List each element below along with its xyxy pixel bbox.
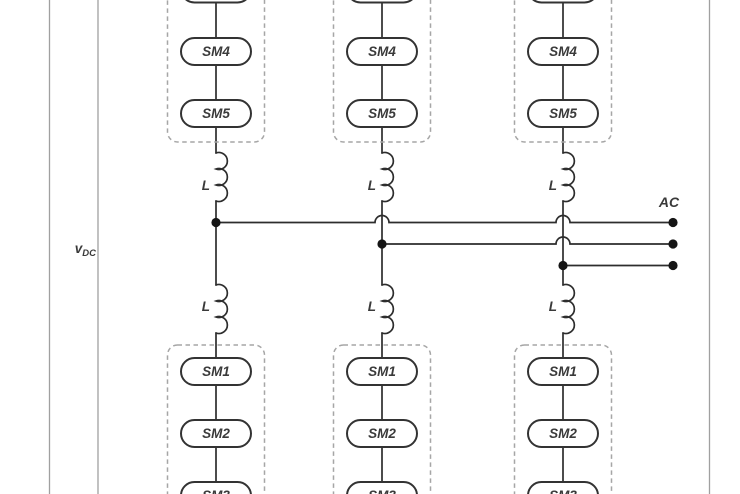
- submodule-pill-sm1: [180, 357, 252, 386]
- submodule-pill-sm5: [527, 99, 599, 128]
- inductor-label-lower: L: [202, 299, 210, 314]
- submodule-pill-sm1: [346, 357, 418, 386]
- submodule-group-box-upper: [332, 0, 432, 143]
- ac-phase-line-1: [215, 214, 674, 224]
- submodule-pill-sm2: [527, 419, 599, 448]
- junction-node-leg1: [211, 217, 221, 228]
- submodule-pill-sm2: [180, 419, 252, 448]
- submodule-group-box-lower: [513, 344, 613, 494]
- inductor-label-upper: L: [368, 178, 376, 193]
- submodule-label-sm3: SM3: [549, 488, 577, 494]
- submodule-pill-sm4: [180, 37, 252, 66]
- converter-leg-2: SM4 SM5 SM1 SM2 SM3 L L: [332, 0, 432, 494]
- submodule-label-sm5: SM5: [368, 106, 396, 121]
- submodule-pill-sm5: [180, 99, 252, 128]
- submodule-pill-sm2: [346, 419, 418, 448]
- inductor-coil-upper: [562, 151, 576, 203]
- junction-node-leg2: [377, 239, 387, 249]
- submodule-group-box-upper: [166, 0, 266, 143]
- ac-terminal-node-1: [668, 217, 678, 228]
- dc-voltage-label-base: v: [75, 241, 84, 256]
- submodule-label-sm1: SM1: [202, 364, 230, 379]
- dc-voltage-label-sub: DC: [82, 248, 96, 259]
- inductor-label-lower: L: [549, 299, 557, 314]
- submodule-label-sm5: SM5: [202, 106, 230, 121]
- inductor-coil-lower: [562, 283, 576, 335]
- ac-terminal-node-2: [668, 239, 678, 249]
- submodule-label-sm4: SM4: [549, 44, 577, 59]
- ac-phase-line-2: [381, 236, 674, 245]
- converter-leg-1: SM4 SM5 SM1 SM2 SM3 L L: [166, 0, 266, 494]
- submodule-label-sm1: SM1: [549, 364, 577, 379]
- submodule-pill-sm3: [346, 481, 418, 494]
- submodule-pill-sm3: [180, 481, 252, 494]
- inductor-coil-lower: [381, 283, 395, 335]
- submodule-pill-partial-top: [351, 0, 413, 4]
- ac-terminal-node-3: [668, 260, 678, 271]
- inductor-label-upper: L: [549, 178, 557, 193]
- submodule-label-sm2: SM2: [368, 426, 396, 441]
- submodule-pill-sm3: [527, 481, 599, 494]
- submodule-pill-partial-top: [185, 0, 247, 4]
- inductor-coil-upper: [215, 151, 229, 203]
- converter-leg-3: SM4 SM5 SM1 SM2 SM3 L L: [513, 0, 613, 494]
- dc-voltage-label: vDC: [75, 241, 96, 259]
- submodule-label-sm1: SM1: [368, 364, 396, 379]
- submodule-label-sm2: SM2: [202, 426, 230, 441]
- submodule-label-sm5: SM5: [549, 106, 577, 121]
- ac-output-lines: AC: [211, 194, 680, 271]
- submodule-label-sm2: SM2: [549, 426, 577, 441]
- submodule-label-sm3: SM3: [202, 488, 230, 494]
- ac-label: AC: [658, 194, 680, 210]
- inductor-label-upper: L: [202, 178, 210, 193]
- inductor-label-lower: L: [368, 299, 376, 314]
- submodule-group-box-lower: [166, 344, 266, 494]
- submodule-label-sm4: SM4: [368, 44, 396, 59]
- submodule-pill-partial-top: [532, 0, 594, 4]
- submodule-label-sm4: SM4: [202, 44, 230, 59]
- submodule-pill-sm5: [346, 99, 418, 128]
- submodule-pill-sm1: [527, 357, 599, 386]
- submodule-pill-sm4: [527, 37, 599, 66]
- submodule-pill-sm4: [346, 37, 418, 66]
- inductor-coil-upper: [381, 151, 395, 203]
- submodule-label-sm3: SM3: [368, 488, 396, 494]
- junction-node-leg3: [558, 260, 568, 271]
- inductor-coil-lower: [215, 283, 229, 335]
- submodule-group-box-lower: [332, 344, 432, 494]
- submodule-group-box-upper: [513, 0, 613, 143]
